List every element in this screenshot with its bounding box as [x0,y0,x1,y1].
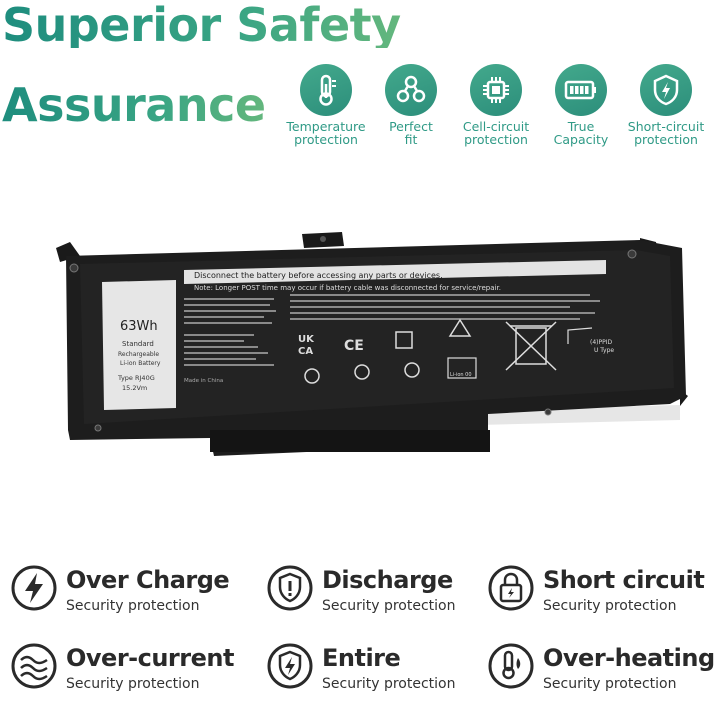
battery-voltage: 15.2Vm [122,384,147,392]
benefit-subtitle: Security protection [66,598,200,614]
thermometer-icon [300,64,352,116]
battery-warning-2: Note: Longer POST time may occur if batt… [194,284,501,292]
li-ion-mark: Li-ion 00 [450,372,472,378]
battery-type-2: Rechargeable [118,351,159,358]
headline-line-1: Superior Safety [2,0,401,52]
benefit-subtitle: Security protection [322,676,456,692]
lightning-shield-icon [640,64,692,116]
headline-line-2: Assurance [2,78,266,132]
ppid-text: (4)PPID [590,339,613,346]
benefit-title: Entire [322,644,401,672]
battery-model: Type RJ40G [117,374,155,382]
lightning-charge-icon [10,564,58,612]
ukca-mark-2: CA [298,346,313,357]
molecule-icon [385,64,437,116]
battery-capacity: 63Wh [120,319,158,334]
ppid-type: U Type [594,347,614,354]
benefit-title: Over Charge [66,566,230,594]
benefits-grid: Over Charge Security protection Discharg… [0,548,720,692]
ukca-mark-1: UK [298,334,315,345]
benefit-subtitle: Security protection [322,598,456,614]
battery-warning-1: Disconnect the battery before accessing … [194,271,443,280]
lock-icon [487,564,535,612]
benefit-title: Discharge [322,566,453,594]
battery-made-in: Made in China [184,378,223,384]
battery-image: Disconnect the battery before accessing … [40,220,700,480]
benefit-subtitle: Security protection [543,676,677,692]
battery-full-icon [555,64,607,116]
shield-bolt-icon [266,642,314,690]
current-wave-icon [10,642,58,690]
battery-type-1: Standard [122,340,154,348]
ce-mark: CE [344,338,364,354]
benefit-title: Over-heating [543,644,715,672]
battery-type-3: Li-ion Battery [120,360,161,367]
shield-alert-icon [266,564,314,612]
thermo-flame-icon [487,642,535,690]
chip-icon [470,64,522,116]
benefit-subtitle: Security protection [66,676,200,692]
benefit-subtitle: Security protection [543,598,677,614]
benefit-title: Over-current [66,644,234,672]
benefit-title: Short circuit [543,566,705,594]
